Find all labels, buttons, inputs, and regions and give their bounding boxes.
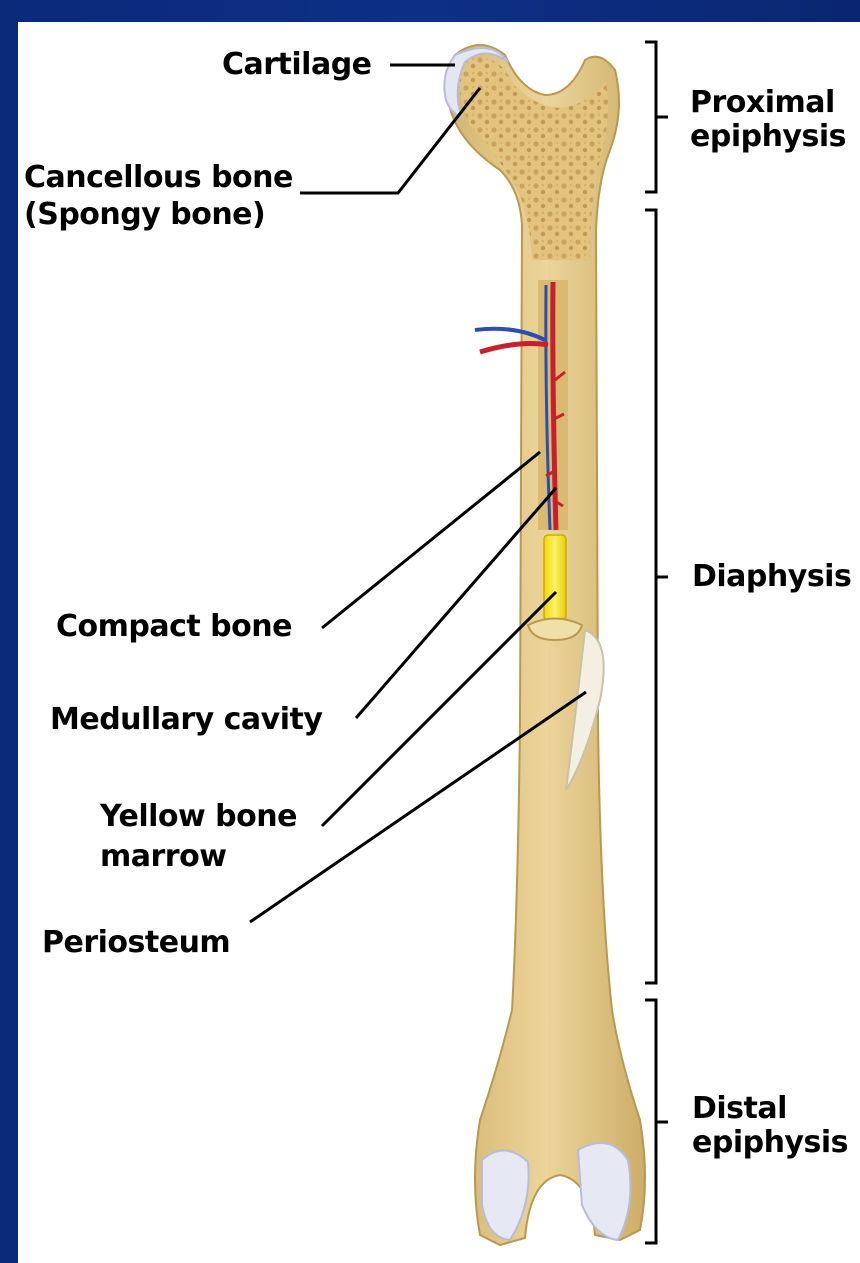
label-cartilage: Cartilage (222, 50, 372, 80)
label-medullary-cavity: Medullary cavity (50, 705, 322, 735)
label-distal: Distal (692, 1094, 787, 1124)
label-distal-epiphysis: epiphysis (692, 1128, 848, 1158)
label-marrow: marrow (100, 842, 226, 872)
label-proximal-epiphysis: epiphysis (690, 122, 846, 152)
yellow-bone-marrow (544, 535, 566, 620)
label-proximal: Proximal (690, 88, 835, 118)
bracket-diaphysis (645, 210, 668, 983)
label-compact-bone: Compact bone (56, 612, 292, 642)
label-yellow-bone: Yellow bone (100, 802, 297, 832)
distal-cartilage-right (578, 1143, 630, 1240)
leader-compact (322, 452, 540, 628)
label-spongy-bone: (Spongy bone) (24, 200, 265, 230)
label-periosteum: Periosteum (42, 928, 230, 958)
bracket-distal (645, 1000, 668, 1243)
label-cancellous-bone: Cancellous bone (24, 163, 293, 193)
bracket-proximal (645, 42, 668, 192)
marrow-cross-section (528, 619, 582, 641)
region-brackets (645, 42, 668, 1243)
label-diaphysis: Diaphysis (692, 562, 851, 592)
